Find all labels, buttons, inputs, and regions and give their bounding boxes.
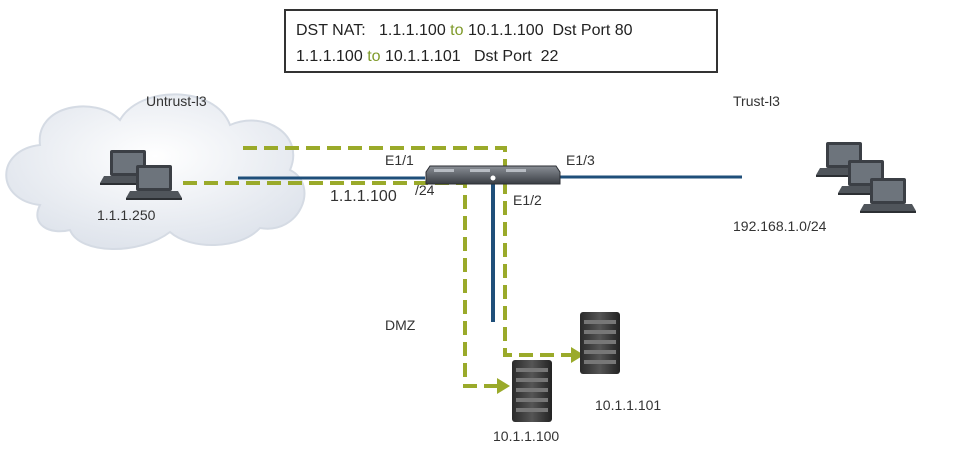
zone-trust-label: Trust-l3 <box>733 93 780 109</box>
arrowhead-server-101 <box>571 347 584 363</box>
nat-port-label: Dst Port <box>552 22 611 39</box>
server-icon <box>512 360 552 422</box>
server-1-ip: 10.1.1.100 <box>493 428 560 444</box>
nat-rule-line-2: 1.1.1.100 to 10.1.1.101 Dst Port 22 <box>296 44 716 70</box>
zone-untrust-label: Untrust-l3 <box>146 93 207 109</box>
flow-arrowheads <box>497 347 584 394</box>
interface-e1-2-label: E1/2 <box>513 192 542 208</box>
nat-prefix: DST NAT: <box>296 22 366 39</box>
interface-e1-3-label: E1/3 <box>566 152 595 168</box>
interface-e1-1-label: E1/1 <box>385 152 414 168</box>
nat-to-word: to <box>367 48 381 65</box>
nat-port: 80 <box>614 22 633 39</box>
nat-rule-box: DST NAT: 1.1.1.100 to 10.1.1.100 Dst Por… <box>284 9 718 73</box>
zone-dmz-label: DMZ <box>385 317 416 333</box>
network-links <box>238 175 742 322</box>
laptop-icon <box>816 142 916 213</box>
nat-rule-line-1: DST NAT: 1.1.1.100 to 10.1.1.100 Dst Por… <box>296 18 716 44</box>
nat-to-word: to <box>450 22 464 39</box>
server-2-ip: 10.1.1.101 <box>595 397 662 413</box>
nat-source-ip: 1.1.1.100 <box>296 48 363 65</box>
untrust-host-ip: 1.1.1.250 <box>97 207 156 223</box>
nat-port-label: Dst Port <box>473 48 532 65</box>
nat-dest-ip: 10.1.1.100 <box>467 22 544 39</box>
firewall-mask: /24 <box>415 182 435 198</box>
trust-network-label: 192.168.1.0/24 <box>733 218 827 234</box>
arrowhead-server-100 <box>497 378 510 394</box>
flow-to-server-101 <box>243 146 572 357</box>
nat-dest-ip: 10.1.1.101 <box>384 48 461 65</box>
firewall-ip: 1.1.1.100 <box>330 188 397 205</box>
server-icon <box>580 312 620 374</box>
nat-port: 22 <box>540 48 559 65</box>
nat-source-ip: 1.1.1.100 <box>378 22 446 39</box>
firewall-icon <box>425 165 561 185</box>
